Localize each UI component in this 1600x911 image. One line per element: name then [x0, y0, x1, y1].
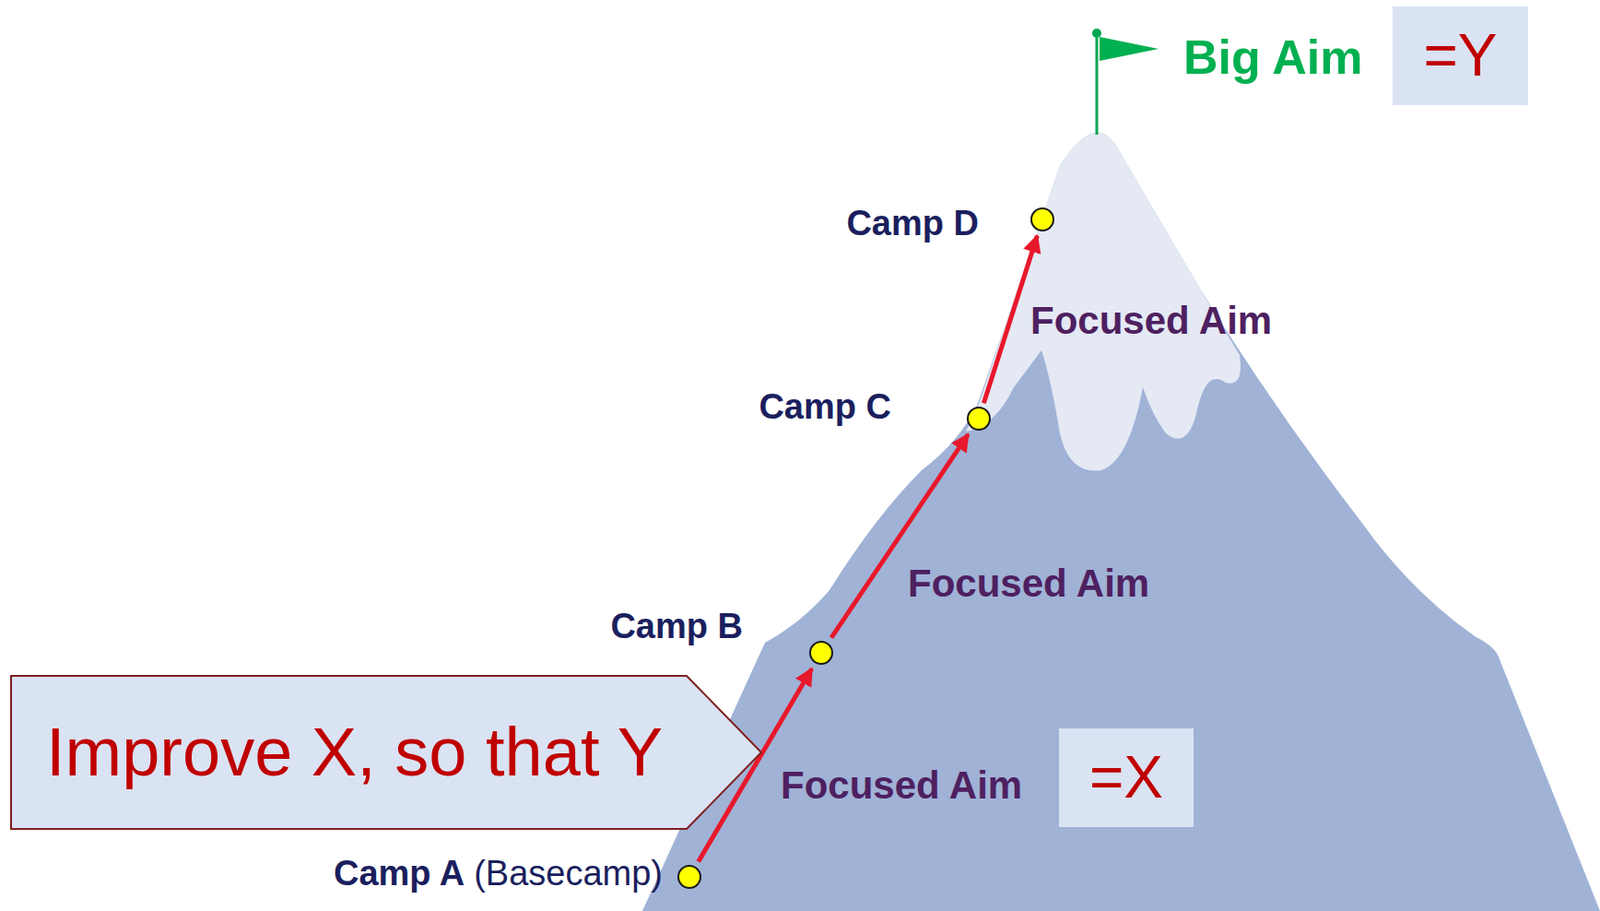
camp-marker: Camp D [1030, 207, 1055, 232]
camp-name: Camp A [333, 853, 465, 895]
callout-arrow-box: Improve X, so that Y [10, 674, 764, 830]
stage-label: Focused Aim [907, 561, 1150, 606]
camp-label-row: Camp C [758, 387, 892, 428]
camp-label-row: Camp A(Basecamp) [333, 853, 663, 895]
flag-pole-knob [1092, 28, 1102, 38]
camp-name: Camp D [846, 203, 979, 245]
camp-label-row: Camp D [846, 203, 979, 245]
stage-label: Focused Aim [1030, 298, 1272, 343]
flag-pole [1095, 33, 1099, 135]
goal-label: Big Aim [1183, 30, 1364, 86]
callout-text: Improve X, so that Y [10, 712, 663, 791]
climb-arrow [831, 434, 968, 638]
camp-marker: Camp B [809, 640, 834, 665]
camp-label-row: Camp B [610, 606, 743, 648]
camp-marker: Camp C [966, 406, 991, 431]
camp-name: Camp B [610, 606, 743, 648]
climb-arrow [983, 235, 1037, 403]
camp-note: (Basecamp) [473, 853, 663, 895]
equation-box: =X [1058, 728, 1194, 827]
flag [1099, 36, 1159, 61]
callout-shape [11, 675, 762, 829]
equation-text: =X [1089, 743, 1164, 812]
equation-box: =Y [1392, 6, 1529, 106]
equation-text: =Y [1423, 22, 1497, 91]
mountain-body [642, 132, 1600, 911]
stage-label: Focused Aim [780, 763, 1023, 808]
camp-name: Camp C [758, 387, 892, 428]
camp-marker: Camp A(Basecamp) [677, 864, 702, 889]
